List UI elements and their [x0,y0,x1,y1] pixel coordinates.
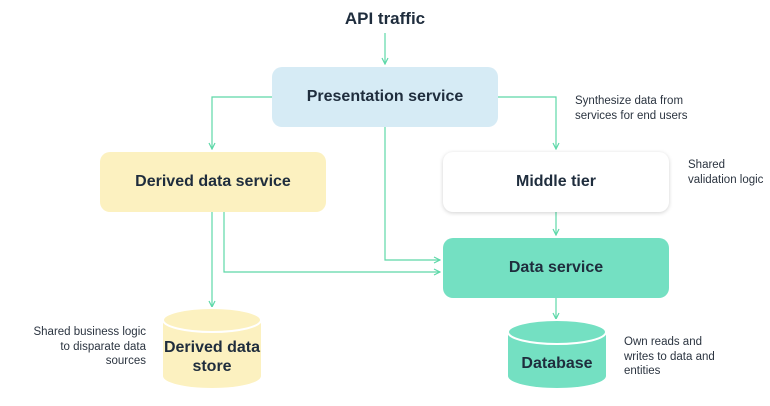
arrow-presentation-to-derived [212,96,272,149]
arrow-presentation-to-data-service [384,127,440,260]
derived-data-store-cylinder [162,307,262,388]
derived-data-service-node: Derived data service [100,152,326,212]
database-cylinder [507,319,607,388]
api-traffic-label: API traffic [344,9,426,28]
data-service-node: Data service [443,238,669,298]
database-label: Database [521,355,593,372]
arrow-derived-to-data-service [223,212,440,272]
arrow-presentation-to-middle [498,96,556,149]
note-own-reads-writes: Own reads and writes to data and entitie… [624,336,715,377]
middle-tier-node: Middle tier [443,152,669,212]
note-shared-business-logic: Shared business logic to disparate data … [33,326,146,367]
note-synthesize-data: Synthesize data from services for end us… [575,95,688,122]
presentation-service-node: Presentation service [272,67,498,127]
derived-data-store-label: Derived data store [163,339,261,375]
note-shared-validation: Shared validation logic [688,159,764,186]
